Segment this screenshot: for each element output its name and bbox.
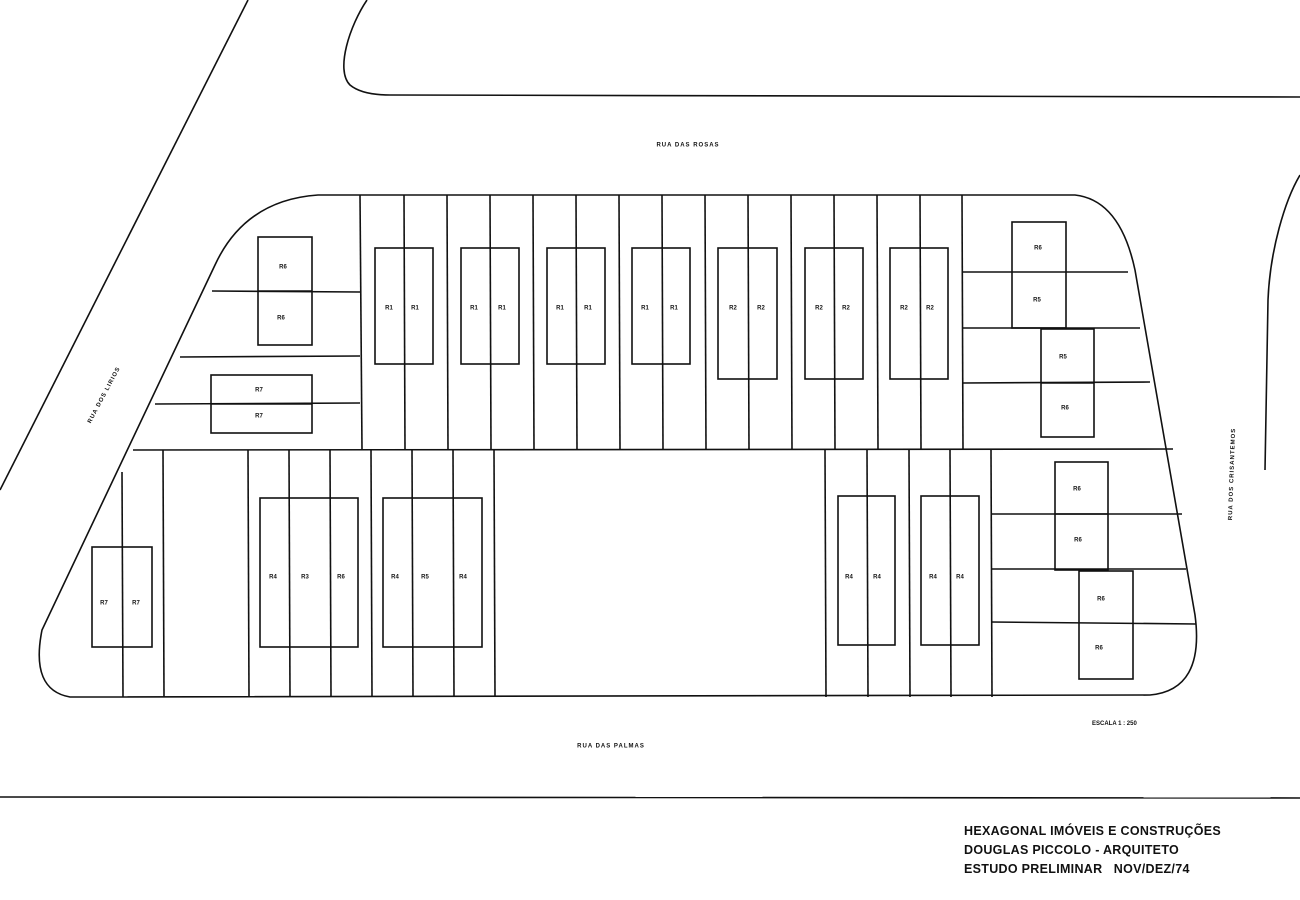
- footprint-r2-a: [717, 247, 778, 380]
- unit-label: R7: [255, 388, 263, 394]
- footprint-r1-b: [460, 247, 520, 365]
- unit-label: R2: [842, 306, 850, 312]
- unit-label: R6: [1034, 246, 1042, 252]
- unit-label: R4: [845, 575, 853, 581]
- unit-label: R6: [1097, 597, 1105, 603]
- block-outline: [38, 194, 1198, 698]
- title-block: HEXAGONAL IMÓVEIS E CONSTRUÇÕES DOUGLAS …: [964, 822, 1284, 879]
- street-label-right: RUA DOS CRISANTEMOS: [1228, 428, 1237, 521]
- footprint-r2-c: [889, 247, 949, 380]
- unit-label: R1: [385, 306, 393, 312]
- footprint-br-1: [837, 495, 896, 646]
- footprint-tr-1: [1011, 221, 1067, 329]
- house-footprints: [91, 221, 1134, 680]
- footprint-br-3: [1054, 461, 1109, 571]
- unit-label: R6: [337, 575, 345, 581]
- footprint-r1-c: [546, 247, 606, 365]
- unit-label: R2: [926, 306, 934, 312]
- footprint-bm-1: [259, 497, 359, 648]
- unit-label: R2: [757, 306, 765, 312]
- unit-label: R6: [1074, 538, 1082, 544]
- unit-label: R1: [470, 306, 478, 312]
- unit-label: R7: [132, 601, 140, 607]
- unit-label: R7: [255, 414, 263, 420]
- unit-label: R1: [411, 306, 419, 312]
- unit-label: R2: [900, 306, 908, 312]
- unit-label: R4: [873, 575, 881, 581]
- footprint-r1-a: [374, 247, 434, 365]
- footprint-br-4: [1078, 570, 1134, 680]
- architect-name: DOUGLAS PICCOLO - ARQUITETO: [964, 843, 1180, 857]
- unit-label: R1: [556, 306, 564, 312]
- unit-label: R4: [929, 575, 937, 581]
- unit-label: R5: [1059, 355, 1067, 361]
- unit-label: R6: [1061, 406, 1069, 412]
- unit-label: R4: [269, 575, 277, 581]
- street-label-left: RUA DOS LIRIOS: [87, 366, 122, 425]
- unit-label: R6: [279, 265, 287, 271]
- footprint-bm-2: [382, 497, 483, 648]
- unit-label: R7: [100, 601, 108, 607]
- unit-label: R4: [459, 575, 467, 581]
- unit-label: R5: [421, 575, 429, 581]
- street-label-top: RUA DAS ROSAS: [656, 143, 719, 149]
- unit-label: R3: [301, 575, 309, 581]
- unit-label: R2: [729, 306, 737, 312]
- unit-label: R6: [1073, 487, 1081, 493]
- study-date: ESTUDO PRELIMINAR NOV/DEZ/74: [964, 862, 1190, 876]
- unit-label: R2: [815, 306, 823, 312]
- unit-label: R1: [641, 306, 649, 312]
- footprint-r1-d: [631, 247, 691, 365]
- footprint-br-2: [920, 495, 980, 646]
- unit-label: R1: [498, 306, 506, 312]
- unit-label: R5: [1033, 298, 1041, 304]
- scale-label: ESCALA 1 : 250: [1092, 721, 1137, 727]
- street-label-bottom: RUA DAS PALMAS: [577, 744, 645, 750]
- footprint-r2-b: [804, 247, 864, 380]
- unit-label: R4: [391, 575, 399, 581]
- footprint-bl-r7: [91, 546, 153, 648]
- unit-label: R4: [956, 575, 964, 581]
- unit-label: R1: [584, 306, 592, 312]
- unit-label: R6: [277, 316, 285, 322]
- street-edges: [0, 0, 1300, 799]
- company-name: HEXAGONAL IMÓVEIS E CONSTRUÇÕES: [964, 824, 1222, 838]
- unit-label: R1: [670, 306, 678, 312]
- unit-label: R6: [1095, 646, 1103, 652]
- lot-lines: [121, 194, 1197, 698]
